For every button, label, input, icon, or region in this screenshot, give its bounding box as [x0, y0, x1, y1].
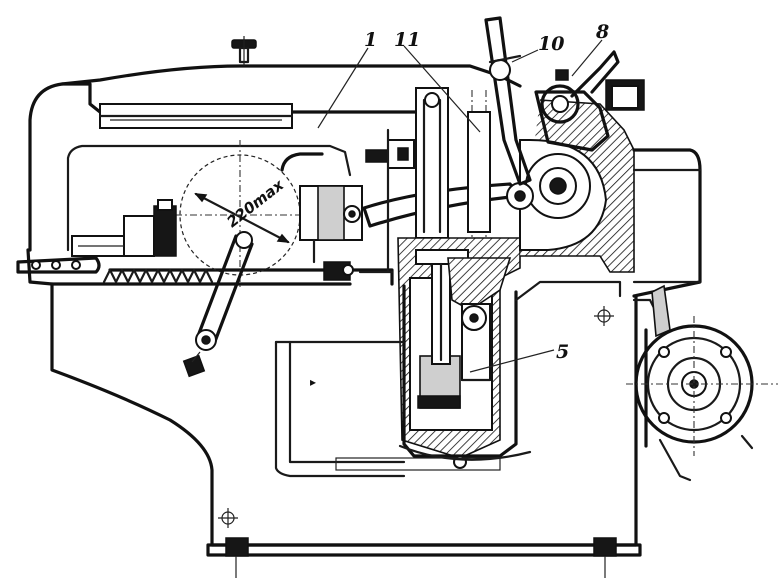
hook-part [280, 152, 324, 172]
slide-support [299, 185, 363, 281]
lever-10 [484, 16, 532, 186]
svg-text:▸: ▸ [310, 375, 316, 389]
vertical-column [365, 87, 491, 272]
pump-tank [397, 237, 532, 469]
label-5: 5 [556, 341, 569, 363]
label-10: 10 [538, 33, 564, 55]
label-1: 1 [364, 29, 377, 51]
leader-lines [317, 39, 603, 373]
center-marks [218, 306, 614, 528]
bolt-8 [555, 50, 620, 98]
label-11: 11 [394, 29, 420, 51]
clamp-assembly [16, 199, 214, 284]
gear-housing [506, 79, 702, 298]
lower-lever [182, 231, 254, 378]
base-cavity: ▸ [274, 280, 622, 478]
electric-motor [626, 284, 778, 482]
callout-labels: 1 11 10 8 5 [364, 21, 609, 363]
saw-blade: 220max [160, 140, 320, 290]
dimension-label: 220max [223, 175, 288, 231]
top-knob [231, 36, 257, 66]
machine-frame [26, 64, 642, 578]
upper-guide-bar [98, 103, 294, 129]
label-8: 8 [595, 21, 609, 43]
